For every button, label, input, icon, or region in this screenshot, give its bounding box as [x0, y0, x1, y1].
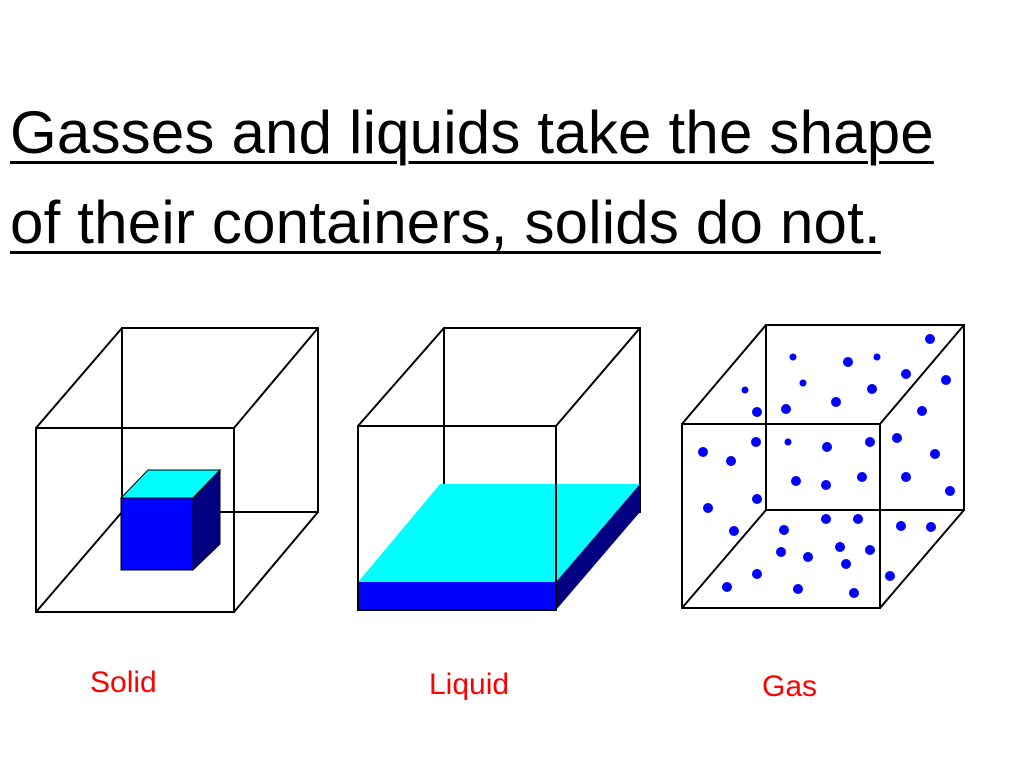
gas-container [681, 324, 965, 609]
gas-container-front-face [681, 423, 881, 609]
liquid-front [358, 582, 556, 610]
gas-particles [698, 334, 955, 598]
liquid-label: Liquid [429, 668, 510, 701]
solid-cube [119, 468, 222, 572]
gas-label: Gas [762, 670, 818, 703]
solid-container [35, 327, 319, 613]
liquid-side [556, 484, 640, 610]
liquid-surface [358, 484, 640, 582]
title-line-2: of their containers, solids do not. [10, 189, 881, 256]
title-line-1: Gasses and liquids take the shape [10, 99, 934, 166]
slide-title: Gasses and liquids take the shape of the… [10, 88, 1010, 268]
solid-label: Solid [90, 666, 157, 699]
liquid-fill [357, 425, 640, 611]
solid-cube-front [120, 497, 194, 571]
